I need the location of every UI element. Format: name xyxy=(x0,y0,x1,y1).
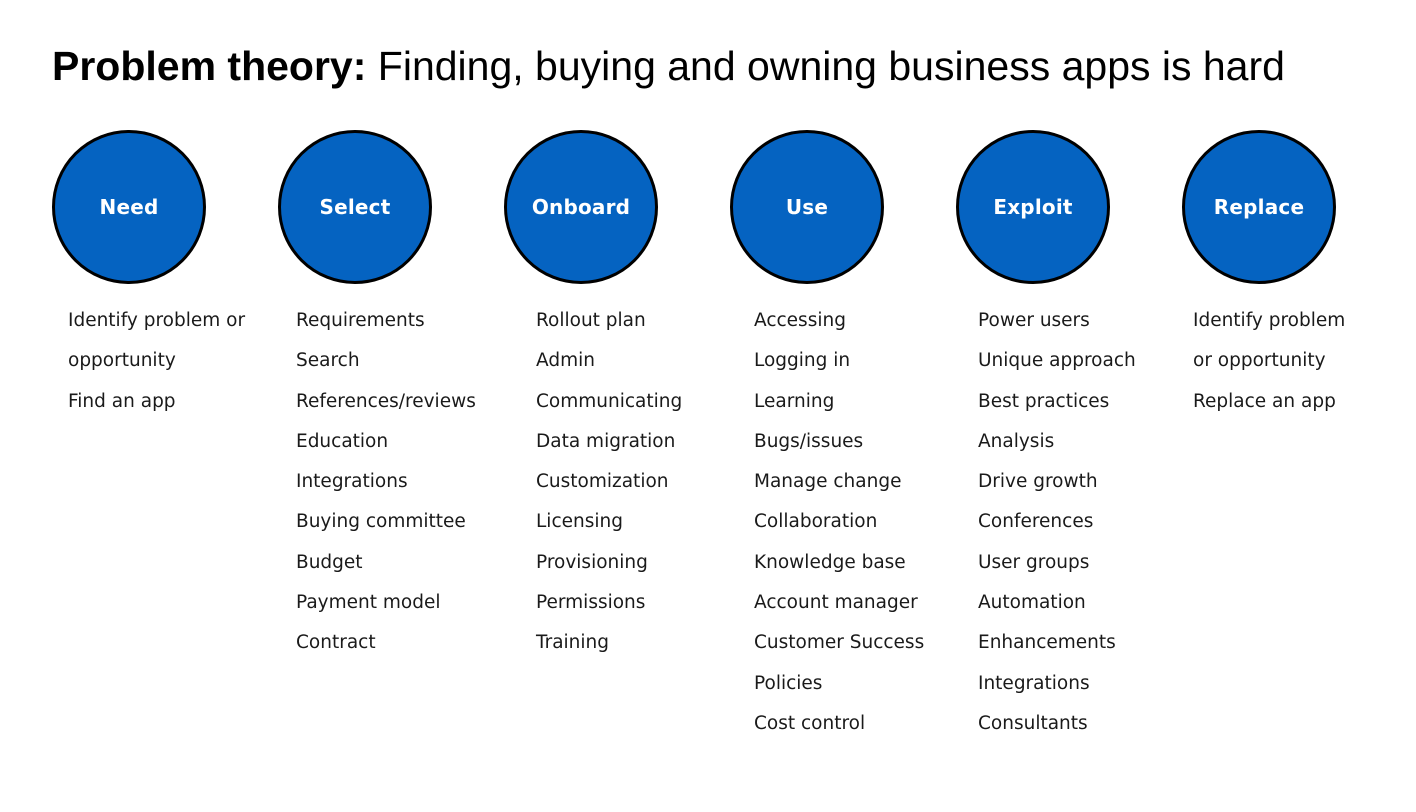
list-item: Identify problem xyxy=(1193,310,1346,331)
list-item: Budget xyxy=(296,551,363,573)
list-item: Accessing xyxy=(754,310,846,331)
list-item: Best practices xyxy=(978,390,1110,412)
stage-need-label: Need xyxy=(99,195,159,219)
list-item: Collaboration xyxy=(754,511,878,533)
list-item: Unique approach xyxy=(978,350,1136,372)
stage-exploit: Exploit Power users Unique approach Best… xyxy=(956,0,1186,812)
stage-need-list: Identify problem or opportunity Find an … xyxy=(68,301,245,422)
stage-onboard-circle: Onboard xyxy=(504,130,658,284)
stage-need: Need Identify problem or opportunity Fin… xyxy=(52,0,282,812)
list-item: Requirements xyxy=(296,310,425,331)
list-item: Payment model xyxy=(296,592,441,614)
list-item: Identify problem or xyxy=(68,310,246,331)
stage-select-circle: Select xyxy=(278,130,432,284)
list-item: Search xyxy=(296,350,360,372)
list-item: Policies xyxy=(754,672,823,694)
stage-use-list: Accessing Logging in Learning Bugs/issue… xyxy=(754,301,924,744)
list-item: Permissions xyxy=(536,592,646,614)
stage-onboard-label: Onboard xyxy=(531,195,631,219)
list-item: References/reviews xyxy=(296,390,476,412)
list-item: Buying committee xyxy=(296,511,466,533)
stage-replace-circle: Replace xyxy=(1182,130,1336,284)
list-item: Knowledge base xyxy=(754,551,906,573)
list-item: Manage change xyxy=(754,471,902,493)
list-item: Learning xyxy=(754,390,835,412)
stage-replace: Replace Identify problem or opportunity … xyxy=(1182,0,1412,812)
list-item: Enhancements xyxy=(978,632,1116,654)
stage-replace-label: Replace xyxy=(1213,195,1305,219)
list-item: Logging in xyxy=(754,350,851,372)
title-text: Finding, buying and owning business apps… xyxy=(377,43,1285,89)
stage-need-circle: Need xyxy=(52,130,206,284)
stage-use-circle: Use xyxy=(730,130,884,284)
list-item: Integrations xyxy=(978,672,1090,694)
list-item: Analysis xyxy=(978,430,1055,452)
title-bold-prefix: Problem theory: xyxy=(52,43,367,89)
list-item: Customization xyxy=(536,471,669,493)
slide-title: Problem theory: Finding, buying and owni… xyxy=(52,38,1285,94)
stage-exploit-list: Power users Unique approach Best practic… xyxy=(978,301,1136,744)
list-item: Find an app xyxy=(68,390,176,412)
list-item: Power users xyxy=(978,310,1090,331)
list-item: Admin xyxy=(536,350,595,372)
list-item: Integrations xyxy=(296,471,408,493)
list-item: Drive growth xyxy=(978,471,1098,493)
list-item: Data migration xyxy=(536,430,676,452)
list-item: Account manager xyxy=(754,592,918,614)
list-item: Rollout plan xyxy=(536,310,646,331)
list-item: or opportunity xyxy=(1193,350,1326,372)
list-item: Licensing xyxy=(536,511,623,533)
list-item: Education xyxy=(296,430,389,452)
list-item: Contract xyxy=(296,632,376,654)
stage-use-label: Use xyxy=(785,195,829,219)
stage-use: Use Accessing Logging in Learning Bugs/i… xyxy=(730,0,960,812)
list-item: Consultants xyxy=(978,712,1088,734)
stage-select-label: Select xyxy=(319,195,391,219)
list-item: Bugs/issues xyxy=(754,430,864,452)
list-item: Training xyxy=(536,632,609,654)
list-item: User groups xyxy=(978,551,1090,573)
stage-replace-list: Identify problem or opportunity Replace … xyxy=(1193,301,1345,422)
list-item: Automation xyxy=(978,592,1086,614)
stage-exploit-label: Exploit xyxy=(993,195,1073,219)
list-item: Customer Success xyxy=(754,632,925,654)
list-item: Cost control xyxy=(754,712,866,734)
stage-select-list: Requirements Search References/reviews E… xyxy=(296,301,476,664)
stage-exploit-circle: Exploit xyxy=(956,130,1110,284)
stage-select: Select Requirements Search References/re… xyxy=(278,0,508,812)
list-item: opportunity xyxy=(68,350,176,372)
list-item: Communicating xyxy=(536,390,683,412)
list-item: Replace an app xyxy=(1193,390,1336,412)
list-item: Conferences xyxy=(978,511,1094,533)
list-item: Provisioning xyxy=(536,551,648,573)
stage-onboard-list: Rollout plan Admin Communicating Data mi… xyxy=(536,301,682,664)
stage-onboard: Onboard Rollout plan Admin Communicating… xyxy=(504,0,734,812)
